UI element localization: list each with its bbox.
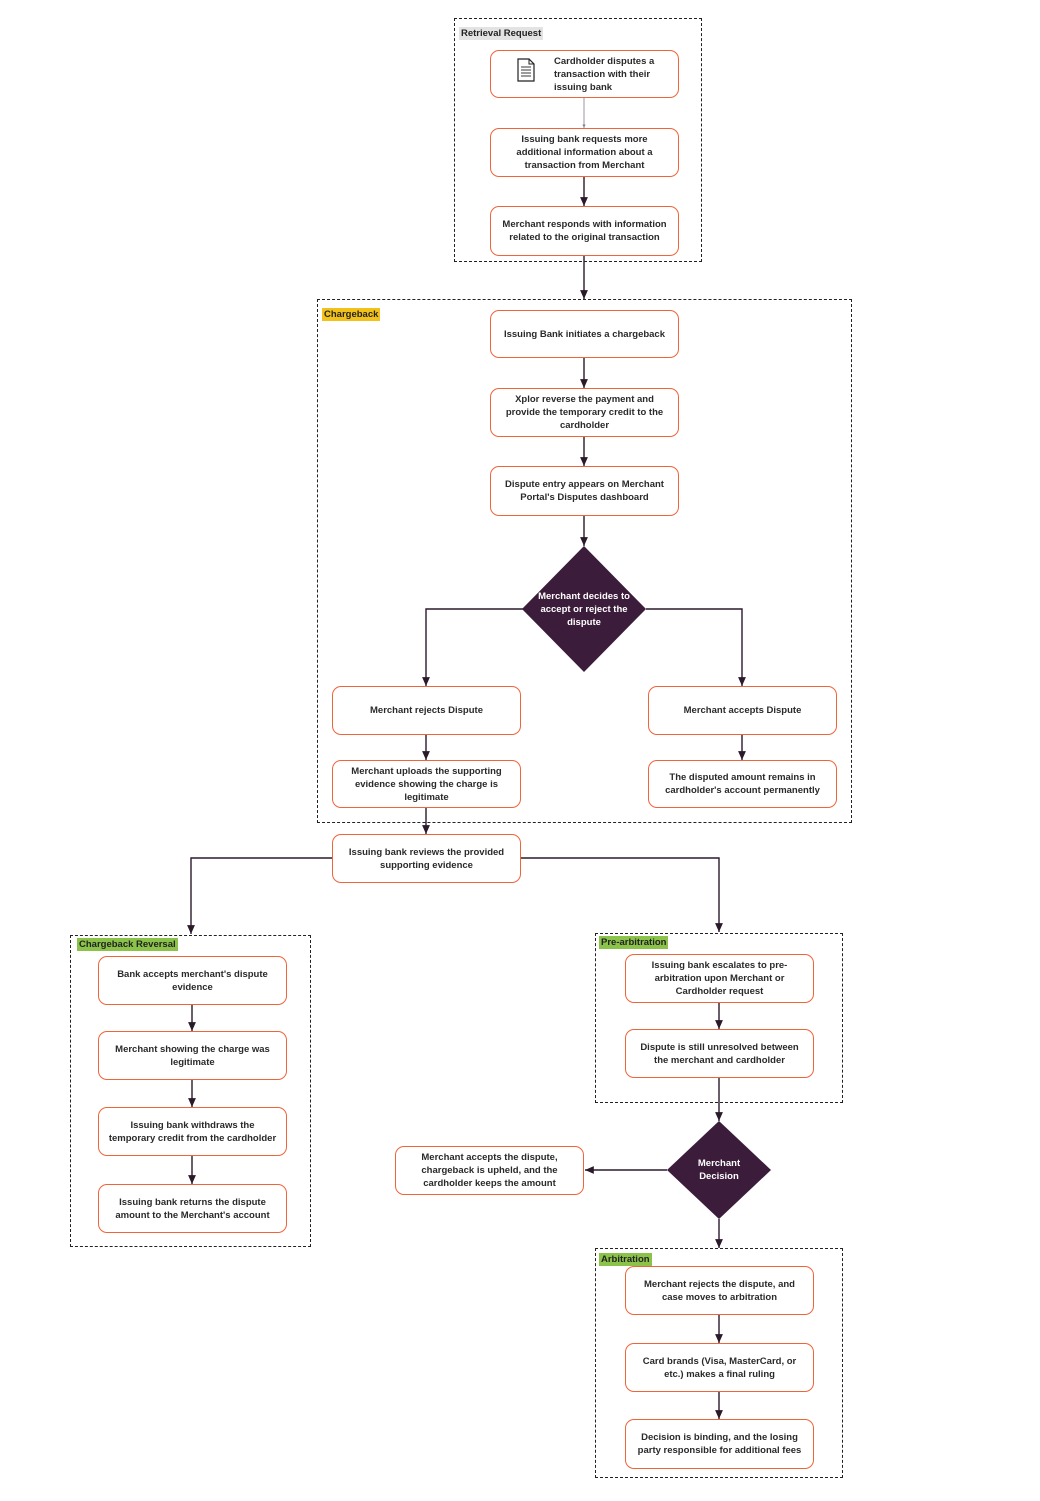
group-retrieval-request: Retrieval Request [454,18,702,262]
node-label: Merchant uploads the supporting evidence… [351,765,502,803]
node-label: Merchant rejects Dispute [370,705,483,716]
group-chargeback-reversal: Chargeback Reversal [70,935,311,1247]
node-label: Dispute entry appears on Merchant Portal… [505,479,664,503]
edge-d1-n7 [422,608,523,686]
edge-n11-prearb [520,857,723,932]
node-bank-reviews-evidence: Issuing bank reviews the provided suppor… [332,834,521,883]
node-merchant-rejects: Merchant rejects Dispute [332,686,521,735]
group-arbitration: Arbitration [595,1248,843,1478]
group-pre-arbitration: Pre-arbitration [595,933,843,1103]
node-label: Merchant responds with information relat… [502,219,667,243]
decision-diamond-accept-reject [522,546,646,672]
node-moves-to-arbitration: Merchant rejects the dispute, and case m… [625,1266,814,1315]
node-label: Issuing bank withdraws the temporary cre… [108,1119,277,1144]
node-label: Xplor reverse the payment and provide th… [505,394,664,431]
group-label-pre-arbitration: Pre-arbitration [599,936,669,949]
node-xplor-reverse-payment: Xplor reverse the payment and provide th… [490,388,679,437]
node-decision-binding: Decision is binding, and the losing part… [625,1419,814,1469]
node-label: Issuing Bank initiates a chargeback [503,328,666,340]
group-label-chargeback: Chargeback [322,308,381,321]
node-bank-requests-info: Issuing bank requests more additional in… [490,128,679,177]
group-label-reversal: Chargeback Reversal [77,938,178,951]
node-label: Issuing bank reviews the provided suppor… [348,846,505,871]
node-bank-withdraws-credit: Issuing bank withdraws the temporary cre… [98,1107,287,1156]
node-label: Bank accepts merchant's dispute evidence [117,968,268,993]
node-label: Cardholder disputes a transaction with t… [554,55,655,93]
node-amount-remains: The disputed amount remains in cardholde… [648,760,837,808]
node-merchant-uploads-evidence: Merchant uploads the supporting evidence… [332,760,521,808]
node-label: Dispute is still unresolved between the … [640,1041,799,1066]
node-merchant-accepts: Merchant accepts Dispute [648,686,837,735]
node-dispute-entry-appears: Dispute entry appears on Merchant Portal… [490,466,679,516]
decision-merchant-label: Merchant Decision [697,1158,741,1182]
node-label: The disputed amount remains in cardholde… [665,772,820,796]
edge-d1-n9 [646,608,746,686]
document-icon [517,58,535,82]
node-charge-legitimate: Merchant showing the charge was legitima… [98,1031,287,1080]
decision-accept-reject-label: Merchant decides to accept or reject the… [538,590,630,628]
node-label: Merchant accepts the dispute, chargeback… [421,1152,558,1189]
node-bank-returns-amount: Issuing bank returns the dispute amount … [98,1184,287,1233]
node-label: Card brands (Visa, MasterCard, or etc.) … [642,1355,797,1380]
node-label: Decision is binding, and the losing part… [637,1432,802,1456]
group-chargeback: Chargeback [317,299,852,823]
node-merchant-responds: Merchant responds with information relat… [490,206,679,256]
node-label: Issuing bank requests more additional in… [516,134,653,171]
node-dispute-unresolved: Dispute is still unresolved between the … [625,1029,814,1078]
group-label-retrieval: Retrieval Request [459,27,544,40]
node-label: Merchant accepts Dispute [683,705,802,716]
node-escalates-pre-arbitration: Issuing bank escalates to pre-arbitratio… [625,954,814,1003]
node-bank-accepts-evidence: Bank accepts merchant's dispute evidence [98,956,287,1005]
node-bank-initiates-chargeback: Issuing Bank initiates a chargeback [490,310,679,358]
node-label: Merchant showing the charge was legitima… [115,1043,270,1068]
edge-n11-reversal [187,857,332,934]
node-merchant-accepts-upheld: Merchant accepts the dispute, chargeback… [395,1146,584,1195]
node-label: Merchant rejects the dispute, and case m… [644,1278,795,1303]
node-label: Issuing bank returns the dispute amount … [115,1196,270,1221]
node-label: Issuing bank escalates to pre-arbitratio… [651,960,788,997]
node-card-brands-ruling: Card brands (Visa, MasterCard, or etc.) … [625,1343,814,1392]
node-cardholder-disputes: Cardholder disputes a transaction with t… [490,50,679,98]
group-label-arbitration: Arbitration [599,1253,652,1266]
decision-diamond-merchant [667,1121,771,1219]
